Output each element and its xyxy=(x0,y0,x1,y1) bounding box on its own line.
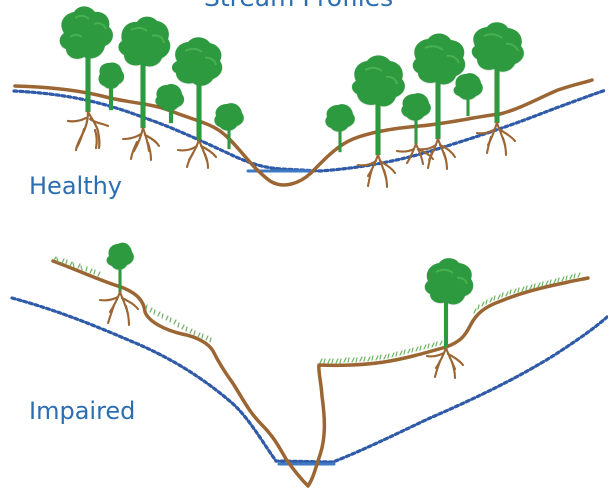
impaired-profile xyxy=(12,243,607,486)
healthy-profile xyxy=(14,6,606,187)
roots-icon xyxy=(123,128,159,160)
impaired-water-table-line xyxy=(12,298,607,462)
tree-icon xyxy=(454,73,483,116)
roots-icon xyxy=(358,155,395,187)
roots-icon xyxy=(68,112,108,150)
healthy-water-table-line xyxy=(14,90,606,171)
tree-icon xyxy=(352,55,405,155)
impaired-bank-line xyxy=(53,261,588,486)
tree-icon xyxy=(325,104,354,152)
tree-icon xyxy=(155,84,184,123)
roots-icon xyxy=(477,123,515,155)
roots-icon xyxy=(100,292,138,325)
grass-icon xyxy=(54,257,580,363)
impaired-roots xyxy=(100,292,463,378)
tree-icon xyxy=(401,93,430,144)
impaired-grass xyxy=(54,257,580,363)
impaired-trees xyxy=(107,243,474,348)
healthy-tree-cluster-right xyxy=(325,22,524,155)
tree-icon xyxy=(214,103,243,149)
